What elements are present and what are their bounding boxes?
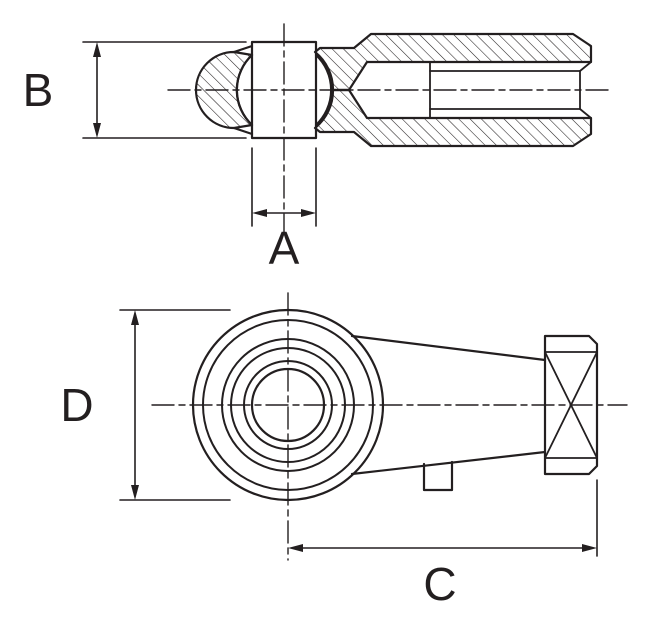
dim-b-arrow-down — [93, 123, 101, 138]
body-bottom-edge — [350, 450, 547, 476]
eye-outer-circle — [191, 308, 385, 502]
eye-housing-circle — [202, 319, 374, 491]
dim-c-arrow-right — [582, 544, 597, 552]
ball-right-arc — [314, 53, 333, 127]
threaded-bore — [429, 61, 592, 119]
ball-outer-circle — [221, 338, 355, 472]
dimension-d — [119, 309, 231, 501]
dimension-b — [82, 41, 247, 139]
dim-a-arrow-right — [301, 209, 316, 217]
ball-left-arc — [235, 53, 254, 127]
dimension-label-b: B — [23, 64, 54, 116]
dimension-label-d: D — [60, 379, 93, 431]
dim-d-arrow-down — [131, 485, 139, 500]
dimension-a — [251, 147, 317, 227]
bore-chamfer-top — [579, 61, 592, 72]
body-top-edge — [350, 334, 547, 362]
dim-a-arrow-left — [252, 209, 267, 217]
flat-surface-x-mark — [544, 351, 598, 459]
inner-ring — [250, 40, 318, 140]
housing-left-top-edge — [232, 44, 254, 54]
ball-race-circle — [230, 347, 346, 463]
housing-left-bottom-edge — [232, 126, 254, 136]
thread-end-block — [543, 334, 599, 476]
front-view — [151, 292, 628, 561]
dim-c-arrow-left — [288, 544, 303, 552]
bore-chamfer-circle — [243, 360, 333, 450]
shank-lower-wall-section — [313, 88, 593, 148]
dimension-label-c: C — [423, 558, 456, 610]
grease-boss — [422, 460, 454, 492]
side-section-view — [167, 23, 613, 233]
dimension-c — [288, 479, 598, 557]
dim-d-arrow-up — [131, 310, 139, 325]
dimension-label-a: A — [269, 222, 300, 274]
shank-upper-wall-section — [313, 32, 593, 92]
bore-chamfer-bottom — [579, 108, 592, 119]
dim-b-arrow-up — [93, 42, 101, 57]
bore-circle — [250, 367, 326, 443]
